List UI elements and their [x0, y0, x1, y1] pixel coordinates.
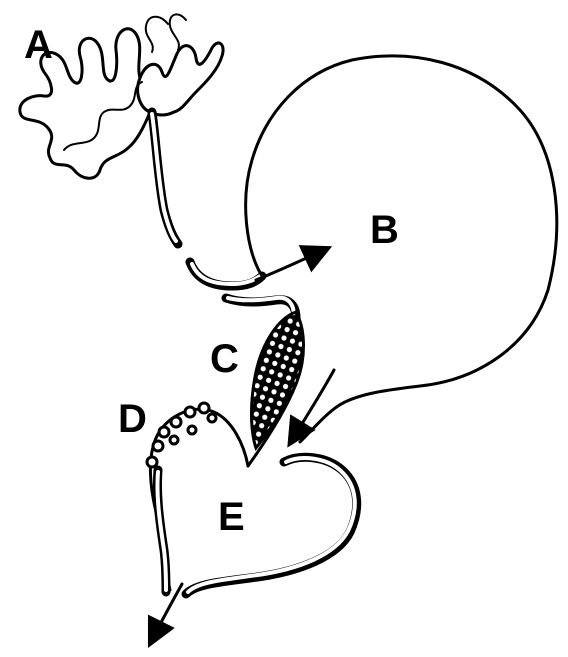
chamber-e-right-lumen [188, 458, 355, 592]
convoluted-structure-a-fold [146, 14, 186, 52]
convoluted-structure-a [138, 43, 223, 115]
convoluted-structure-a-inner [64, 82, 142, 150]
label-d: D [118, 397, 147, 441]
label-c: C [210, 337, 239, 381]
flow-arrow-into-b [256, 250, 324, 280]
mesh-region-c [252, 312, 304, 448]
label-b: B [370, 208, 399, 252]
connection-c-to-b-lumen [228, 298, 294, 316]
label-e: E [218, 495, 245, 539]
label-a: A [24, 23, 53, 67]
